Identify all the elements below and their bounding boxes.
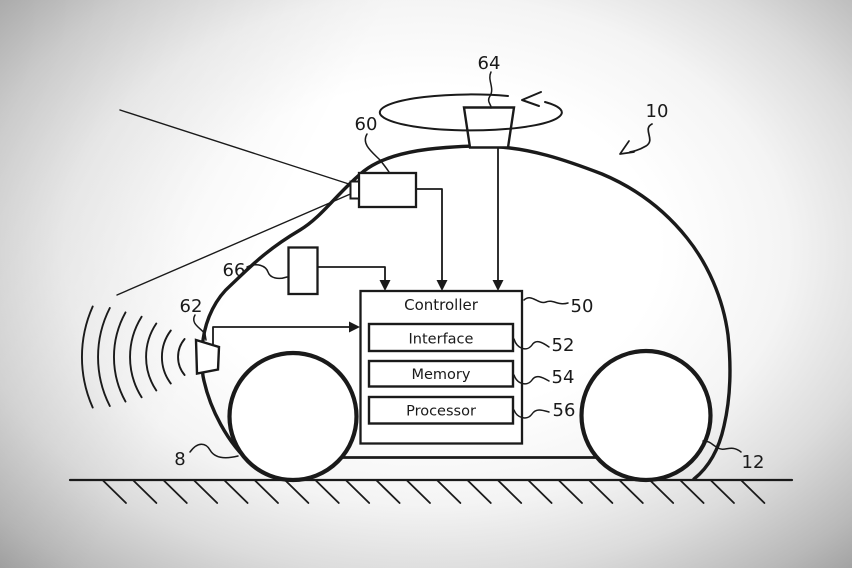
leader-secondary-sensor bbox=[246, 264, 288, 280]
camera-fov-lines bbox=[116, 109, 356, 296]
leader-controller bbox=[523, 297, 569, 305]
leader-camera bbox=[364, 133, 390, 173]
ref-label-memory: 54 bbox=[552, 367, 575, 388]
processor-box bbox=[367, 395, 515, 425]
wire-arrowheads bbox=[349, 280, 504, 333]
ref-label-controller: 50 bbox=[571, 296, 594, 317]
ref-label-camera: 60 bbox=[355, 114, 378, 135]
sensor-wires bbox=[212, 147, 499, 345]
vehicle-pointer-arrow bbox=[629, 123, 653, 153]
camera-sensor bbox=[357, 171, 418, 209]
arrowhead-secondary-sensor bbox=[379, 280, 391, 291]
front-wheel bbox=[227, 350, 359, 483]
ref-label-sonar: 62 bbox=[180, 296, 203, 317]
secondary-sensor-box bbox=[287, 246, 319, 296]
ref-label-processor: 56 bbox=[553, 400, 576, 421]
memory-label: Memory bbox=[412, 367, 471, 383]
leader-processor bbox=[513, 409, 550, 419]
leader-lidar bbox=[487, 71, 493, 109]
rotation-arrowhead-icon bbox=[521, 91, 542, 107]
arrowhead-lidar bbox=[492, 280, 504, 291]
sonar-emitter bbox=[194, 338, 221, 375]
lidar-unit bbox=[462, 106, 516, 149]
sonar-wave-arcs bbox=[81, 305, 186, 409]
ref-label-secondary-sensor: 66 bbox=[223, 260, 246, 281]
wire-camera-to-controller bbox=[414, 188, 443, 282]
wire-secondary-sensor-to-controller bbox=[316, 266, 386, 282]
ref-label-rear-wheel: 12 bbox=[742, 452, 765, 473]
memory-box bbox=[367, 359, 515, 388]
controller-title: Controller bbox=[404, 296, 479, 314]
controller-block: Controller Interface Memory Processor bbox=[359, 289, 524, 445]
vehicle-arrowhead-icon bbox=[619, 140, 635, 155]
interface-box bbox=[367, 322, 515, 353]
leader-interface bbox=[513, 338, 550, 350]
interface-label: Interface bbox=[409, 332, 474, 348]
rear-wheel bbox=[579, 348, 713, 483]
lidar-rotation-ellipse bbox=[378, 93, 563, 132]
arrowhead-camera bbox=[436, 280, 448, 291]
ref-label-interface: 52 bbox=[552, 335, 575, 356]
arrowhead-sonar bbox=[349, 321, 360, 333]
leader-front-wheel bbox=[189, 443, 239, 459]
leader-memory bbox=[513, 374, 550, 385]
ref-label-vehicle: 10 bbox=[646, 101, 669, 122]
leader-lines bbox=[189, 71, 742, 459]
leader-rear-wheel bbox=[702, 440, 742, 453]
camera-lens bbox=[349, 180, 360, 200]
leader-sonar bbox=[193, 314, 207, 341]
ground-hatching bbox=[102, 479, 766, 504]
reference-numerals: 64 10 60 66 62 50 52 54 56 8 12 bbox=[174, 53, 764, 473]
car-body-outline bbox=[199, 144, 732, 481]
ref-label-front-wheel: 8 bbox=[174, 449, 185, 470]
wire-sonar-to-controller bbox=[212, 326, 352, 345]
processor-label: Processor bbox=[406, 404, 476, 420]
ref-label-lidar: 64 bbox=[478, 53, 501, 74]
